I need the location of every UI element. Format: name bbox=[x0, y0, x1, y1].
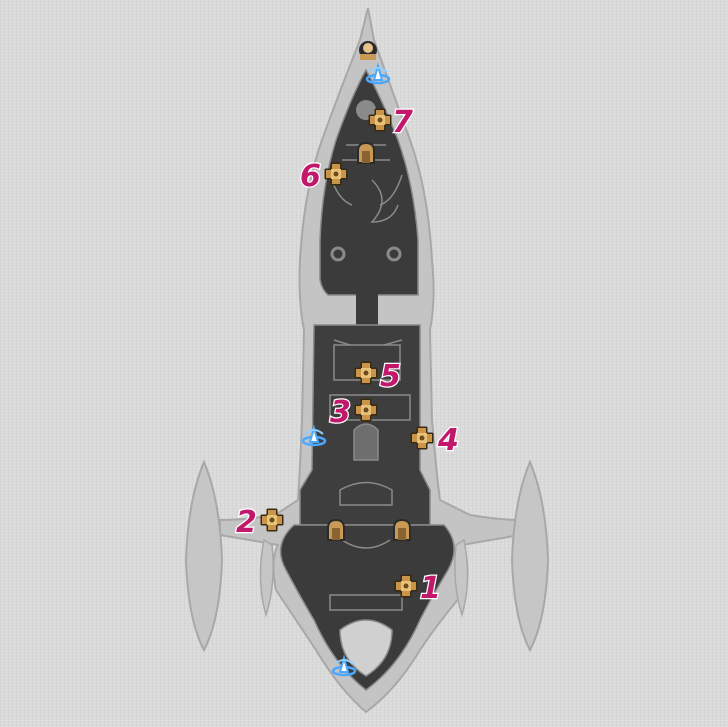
chest-number-label: 1 bbox=[420, 571, 441, 606]
chest-number-label: 7 bbox=[392, 105, 413, 140]
chest-number-label: 2 bbox=[236, 505, 257, 540]
chest-number-label: 4 bbox=[437, 423, 459, 458]
chest-number-label: 6 bbox=[300, 159, 321, 194]
chest-number-label: 3 bbox=[330, 395, 351, 430]
door-icon bbox=[357, 142, 375, 164]
npc-icon bbox=[359, 41, 377, 60]
door-icon bbox=[327, 519, 345, 541]
chest-number-label: 5 bbox=[380, 359, 401, 394]
door-icon bbox=[393, 519, 411, 541]
